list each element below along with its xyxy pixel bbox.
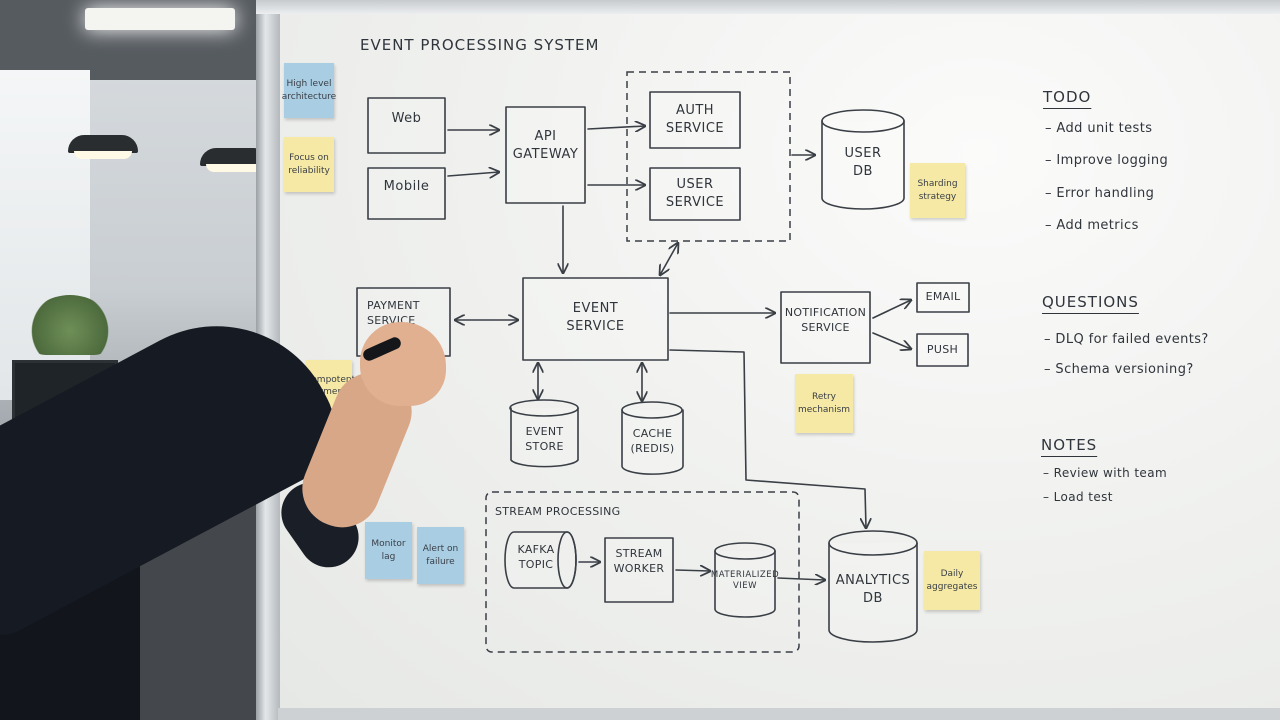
ceiling-light — [85, 8, 235, 30]
web-label: Web — [391, 111, 422, 126]
kafka-topic-cylinder — [504, 531, 577, 589]
sticky-note-monitor: Monitor lag — [365, 522, 412, 579]
analytics-db-label: ANALYTICS DB — [835, 573, 911, 606]
todo-item: – Error handling — [1045, 186, 1155, 201]
sticky-note-retry: Retry mechanism — [795, 374, 853, 433]
push-box — [916, 333, 969, 367]
pendant-lamp — [68, 135, 138, 159]
mobile-box — [367, 167, 446, 220]
event-store-cylinder — [509, 399, 579, 468]
todo-heading: TODO — [1043, 88, 1092, 106]
email-label: EMAIL — [925, 290, 961, 303]
notification-service-box — [780, 291, 871, 364]
person-hand — [360, 322, 446, 406]
plant — [30, 295, 110, 355]
notes-heading: NOTES — [1041, 436, 1098, 454]
sticky-note-reliability: Focus on reliability — [284, 137, 334, 192]
stream-worker-box — [604, 537, 674, 603]
sticky-note-alert: Alert on failure — [417, 527, 464, 584]
stream-processing-group — [485, 491, 800, 653]
sticky-note-sharding: Sharding strategy — [910, 163, 965, 218]
pendant-lamp — [200, 148, 270, 172]
email-box — [916, 282, 970, 313]
cache-label: CACHE (REDIS) — [630, 427, 675, 455]
event-store-label: EVENT STORE — [525, 425, 564, 453]
kafka-topic-label: KAFKA TOPIC — [517, 543, 555, 571]
api-gateway-label: API GATEWAY — [512, 129, 579, 162]
marker-rail — [278, 708, 1280, 720]
todo-item: – Improve logging — [1045, 153, 1169, 168]
todo-item: – Add unit tests — [1045, 121, 1153, 136]
analytics-db-cylinder — [828, 530, 918, 643]
push-label: PUSH — [926, 343, 959, 356]
user-db-cylinder — [821, 109, 905, 210]
services-group — [626, 71, 791, 242]
questions-heading: QUESTIONS — [1042, 293, 1139, 311]
api-gateway-box — [505, 106, 586, 204]
board-title: EVENT PROCESSING SYSTEM — [360, 36, 600, 54]
whiteboard-frame-top — [256, 0, 1280, 14]
notes-item: – Review with team — [1043, 466, 1168, 480]
materialized-view-label: MATERIALIZED VIEW — [710, 570, 780, 592]
web-box — [367, 97, 446, 154]
payment-service-label: PAYMENT SERVICE — [367, 299, 420, 327]
user-service-box — [649, 167, 741, 221]
sticky-note-high-level: High level architecture — [282, 63, 336, 118]
notes-item: – Load test — [1043, 490, 1113, 504]
user-db-label: USER DB — [844, 146, 882, 179]
auth-service-box — [649, 91, 741, 149]
event-service-label: EVENT SERVICE — [566, 301, 625, 334]
stream-processing-label: STREAM PROCESSING — [495, 505, 621, 518]
event-service-box — [522, 277, 669, 361]
question-item: – Schema versioning? — [1044, 362, 1194, 377]
mobile-label: Mobile — [383, 179, 430, 194]
stream-worker-label: STREAM WORKER — [613, 547, 665, 575]
notification-service-label: NOTIFICATION SERVICE — [784, 306, 867, 334]
auth-service-label: AUTH SERVICE — [665, 103, 725, 136]
user-service-label: USER SERVICE — [665, 177, 725, 210]
todo-item: – Add metrics — [1045, 218, 1139, 233]
materialized-view-cylinder — [714, 542, 776, 618]
question-item: – DLQ for failed events? — [1044, 332, 1209, 347]
sticky-note-daily: Daily aggregates — [924, 551, 980, 610]
cache-cylinder — [621, 401, 684, 475]
